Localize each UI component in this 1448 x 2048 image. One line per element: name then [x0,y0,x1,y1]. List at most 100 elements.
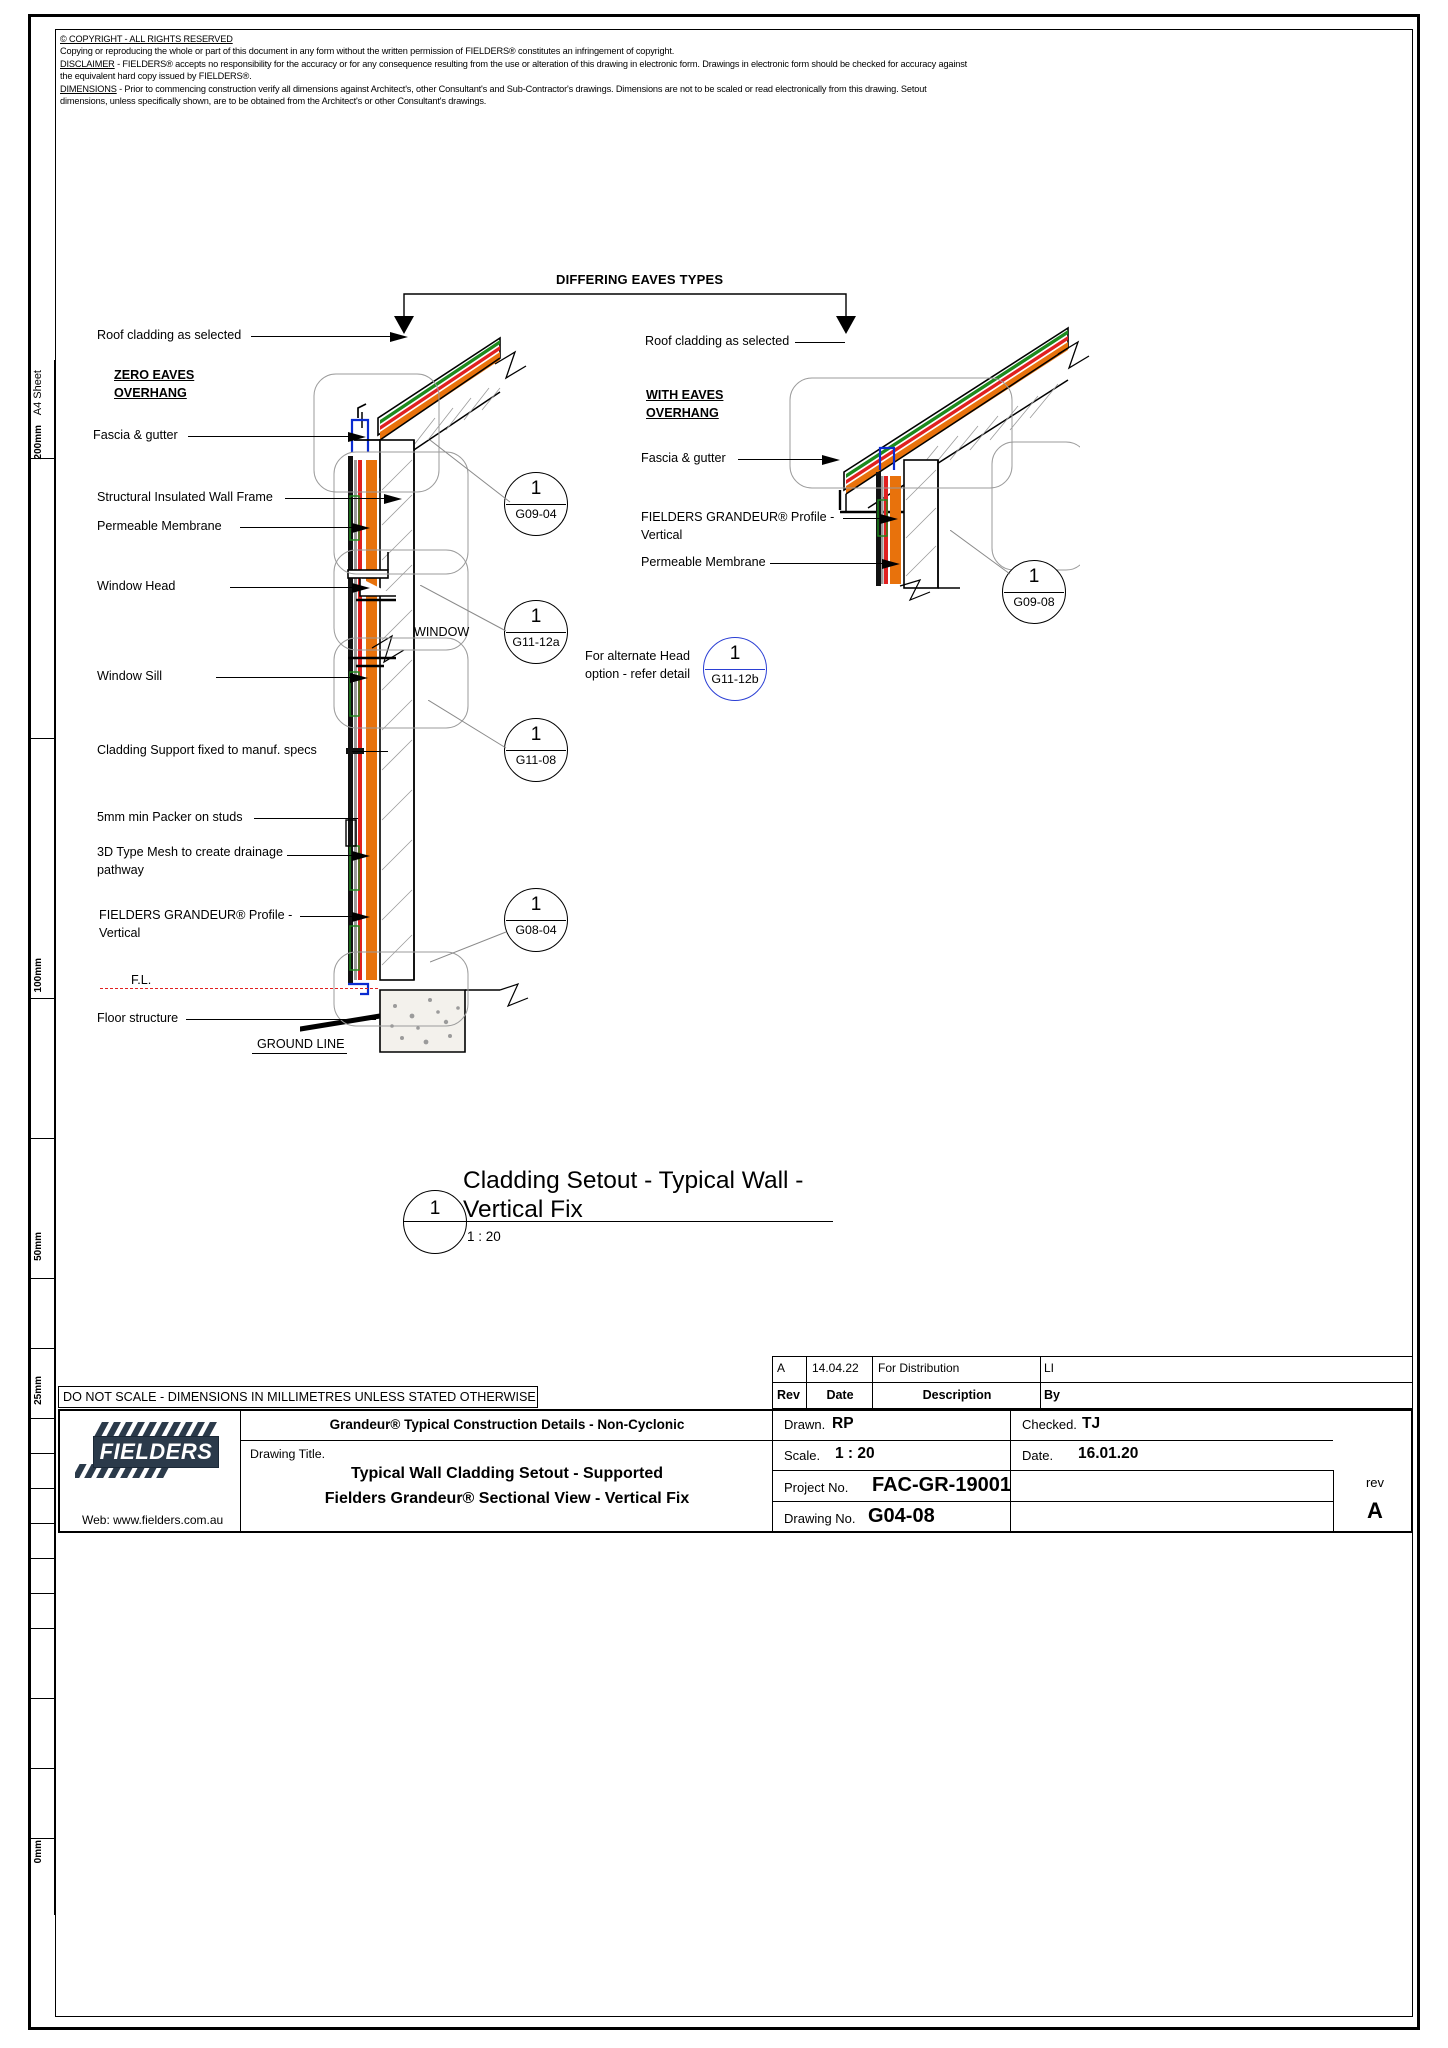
leader-arrow-grandeur-left [352,912,370,922]
project-no-value: FAC-GR-19001 [872,1474,1011,1496]
fielders-logo-box: FIELDERS [93,1436,219,1468]
drawing-title-label: Drawing Title. [250,1447,326,1461]
fielders-logo-text: FIELDERS [99,1439,213,1464]
title-block-divider-logo [240,1409,241,1533]
eaves-types-bracket [394,293,856,334]
alt-head-note-line1: For alternate Head [585,649,691,663]
leader-permeable-membrane-right [770,563,888,564]
revision-col-divider-2 [872,1356,873,1409]
revision-header-rev: Rev [777,1388,800,1402]
leader-window-head [230,587,357,588]
drawing-no-label: Drawing No. [784,1511,856,1526]
callout-g11-08[interactable]: 1 G11-08 [504,718,568,782]
leader-fascia-gutter-right [738,459,828,460]
leader-cladding-support [352,751,388,752]
disclaimer-heading: DISCLAIMER [60,58,115,69]
label-cladding-support: Cladding Support fixed to manuf. specs [97,743,317,757]
detail-enclosure-outlines-left [313,373,469,1027]
label-fascia-gutter-left: Fascia & gutter [93,428,178,442]
callout-reference: G08-04 [515,923,557,937]
do-not-scale-text: DO NOT SCALE - DIMENSIONS IN MILLIMETRES… [63,1390,536,1404]
callout-reference: G11-12b [711,672,759,686]
callout-leader-g09-08 [950,530,1011,575]
callout-g09-08[interactable]: 1 G09-08 [1002,560,1066,624]
callout-divider [705,669,765,670]
drawn-label: Drawn. [784,1417,826,1432]
revision-col-divider-1 [806,1356,807,1409]
checked-label: Checked. [1022,1417,1077,1432]
title-block-divider-rev [1333,1470,1334,1533]
label-3d-mesh-line2: pathway [97,863,144,877]
scale-ruler: A4 Sheet 200mm 100mm 50mm 25mm 0mm [28,360,55,1920]
callout-number: 1 [729,643,741,664]
callout-number: 1 [530,894,542,915]
callout-number: 1 [530,478,542,499]
scale-value: 1 : 20 [835,1445,875,1462]
view-title-rule [403,1221,833,1222]
leader-fascia-gutter-left [188,436,353,437]
label-grandeur-profile-right-line1: FIELDERS GRANDEUR® Profile - [641,510,835,524]
ruler-tick-50mm: 50mm [33,1232,44,1261]
title-block-row-divider-2 [772,1440,1333,1441]
title-block-frame [58,1409,1413,1533]
label-window-sill: Window Sill [97,669,163,683]
view-title-bubble[interactable]: 1 [403,1190,467,1254]
revision-col-divider-3 [1040,1356,1041,1409]
callout-leader-g09-04 [430,440,511,503]
callout-reference: G11-12a [512,635,560,649]
ruler-tick-100mm: 100mm [33,958,44,993]
leader-arrow-window-head [352,583,370,593]
title-block-row-divider-4 [772,1501,1333,1502]
disclaimer-text: - FIELDERS® accepts no responsibility fo… [114,58,968,69]
project-no-label: Project No. [784,1480,849,1495]
sheet-inner-border [55,29,1413,2017]
leader-permeable-membrane-left [240,527,357,528]
label-floor-structure: Floor structure [97,1011,179,1025]
checked-value: TJ [1082,1415,1101,1432]
disclaimer-text-cont: the equivalent hard copy issued by FIELD… [60,71,252,82]
label-grandeur-profile-left-line2: Vertical [99,926,141,940]
leader-window-sill [216,677,356,678]
callout-g08-04[interactable]: 1 G08-04 [504,888,568,952]
view-title-line2: Vertical Fix [463,1196,583,1223]
leader-arrow-structural-frame [384,494,402,504]
ruler-sheet-size: A4 Sheet [32,370,44,416]
leader-arrow-roof-cladding-left [390,332,408,342]
label-fascia-gutter-right: Fascia & gutter [641,451,726,465]
revision-header-description: Description [922,1388,992,1402]
copyright-text: Copying or reproducing the whole or part… [60,46,675,57]
leader-roof-cladding-left [251,336,395,337]
callout-number: 1 [530,724,542,745]
leader-arrow-grandeur-right [880,514,898,524]
view-title-number: 1 [429,1198,441,1219]
leader-arrow-fascia-left [348,432,366,442]
callout-g09-04[interactable]: 1 G09-04 [504,472,568,536]
leader-arrow-3d-mesh [352,851,370,861]
project-heading: Grandeur® Typical Construction Details -… [329,1417,685,1432]
callout-reference: G11-08 [515,753,557,767]
drawn-value: RP [832,1415,854,1432]
dimensions-heading: DIMENSIONS [60,83,117,94]
leader-grandeur-profile-left [300,916,358,917]
label-permeable-membrane-left: Permeable Membrane [97,519,222,533]
alt-head-note-line2: option - refer detail [585,667,691,681]
leader-roof-cladding-right [795,342,845,343]
callout-number: 1 [1028,566,1040,587]
revision-description-value: For Distribution [878,1361,960,1375]
label-grandeur-profile-left-line1: FIELDERS GRANDEUR® Profile - [99,908,293,922]
leader-arrow-window-sill [350,673,368,683]
scale-label: Scale. [784,1448,821,1463]
label-roof-cladding-left: Roof cladding as selected [97,328,242,342]
drawing-title-line2: Fielders Grandeur® Sectional View - Vert… [324,1490,690,1507]
fielders-web-address: Web: www.fielders.com.au [82,1513,224,1527]
title-block-divider-mid [772,1409,773,1533]
drawing-no-value: G04-08 [868,1505,935,1527]
do-not-scale-box [58,1386,538,1408]
dimensions-text-cont: dimensions, unless specifically shown, a… [60,96,487,107]
callout-g11-12b[interactable]: 1 G11-12b [703,637,767,701]
view-title-line1: Cladding Setout - Typical Wall - [463,1167,804,1194]
leader-arrow-membrane-right [882,559,900,569]
ruler-tick-0mm: 0mm [33,1840,44,1864]
copyright-heading: © COPYRIGHT - ALL RIGHTS RESERVED [60,34,233,44]
callout-g11-12a[interactable]: 1 G11-12a [504,600,568,664]
